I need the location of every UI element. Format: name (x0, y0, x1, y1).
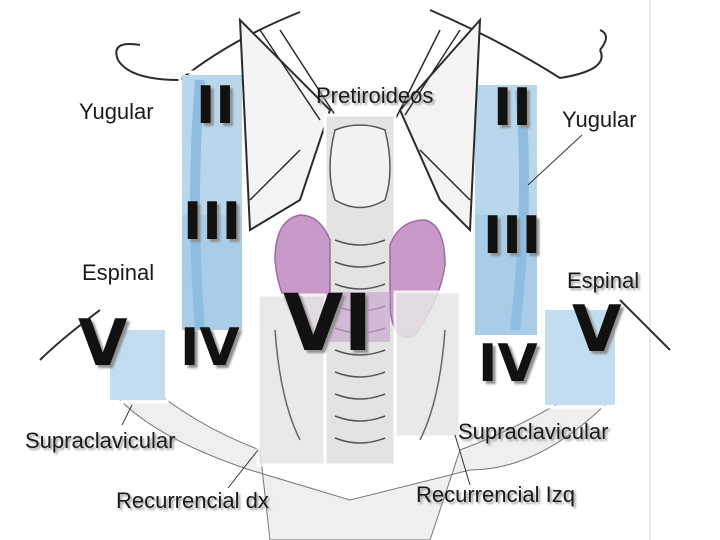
level-iv-left-label: IV (180, 318, 240, 378)
level-iii-right-label: III (483, 206, 542, 266)
pointer-yugular-right (527, 134, 583, 186)
strap-muscle-lines (249, 29, 471, 201)
level-vi-label: VI (283, 279, 373, 369)
level-ii-left-label: II (196, 76, 235, 136)
zone-frame-left-upper (178, 70, 246, 404)
label-supraclavicular-right: Supraclavicular (458, 419, 609, 444)
pointer-recurrencial-izq (454, 434, 471, 486)
label-espinal-left: Espinal (82, 260, 155, 285)
label-supraclavicular-left: Supraclavicular (25, 428, 176, 453)
zone-frame-right-upper (471, 80, 541, 404)
label-yugular-right: Yugular (562, 107, 637, 132)
label-yugular-left: Yugular (79, 99, 154, 124)
level-iv-right-label: IV (478, 334, 538, 394)
zone-vi-right-box (393, 290, 462, 439)
pointer-supraclavicular-left (121, 404, 133, 426)
pointer-recurrencial-dx (227, 449, 259, 489)
level-v-left-label: V (78, 307, 128, 381)
zone-v-left-area (110, 330, 165, 400)
zone-frame-left-v (106, 326, 169, 404)
larynx-outline (329, 124, 391, 209)
level-ii-right-label: II (493, 78, 532, 138)
zone-v-right-area (545, 310, 615, 405)
label-recurrencial-dx: Recurrencial dx (116, 488, 269, 513)
carotid-lines (274, 329, 446, 441)
label-espinal-right: Espinal (567, 268, 640, 293)
strap-muscles (238, 17, 482, 233)
level-v-right-label: V (572, 293, 622, 367)
label-recurrencial-izq: Recurrencial Izq (416, 482, 575, 507)
muscle-strand-right (510, 89, 529, 331)
label-pretiroideos: Pretiroideos (316, 83, 434, 108)
zone-vi-left-box (256, 293, 327, 467)
muscle-strand-left (190, 79, 205, 331)
level-iii-left-label: III (183, 192, 242, 252)
thyroid-isthmus (330, 292, 390, 342)
zone-frame-right-v (541, 306, 619, 409)
